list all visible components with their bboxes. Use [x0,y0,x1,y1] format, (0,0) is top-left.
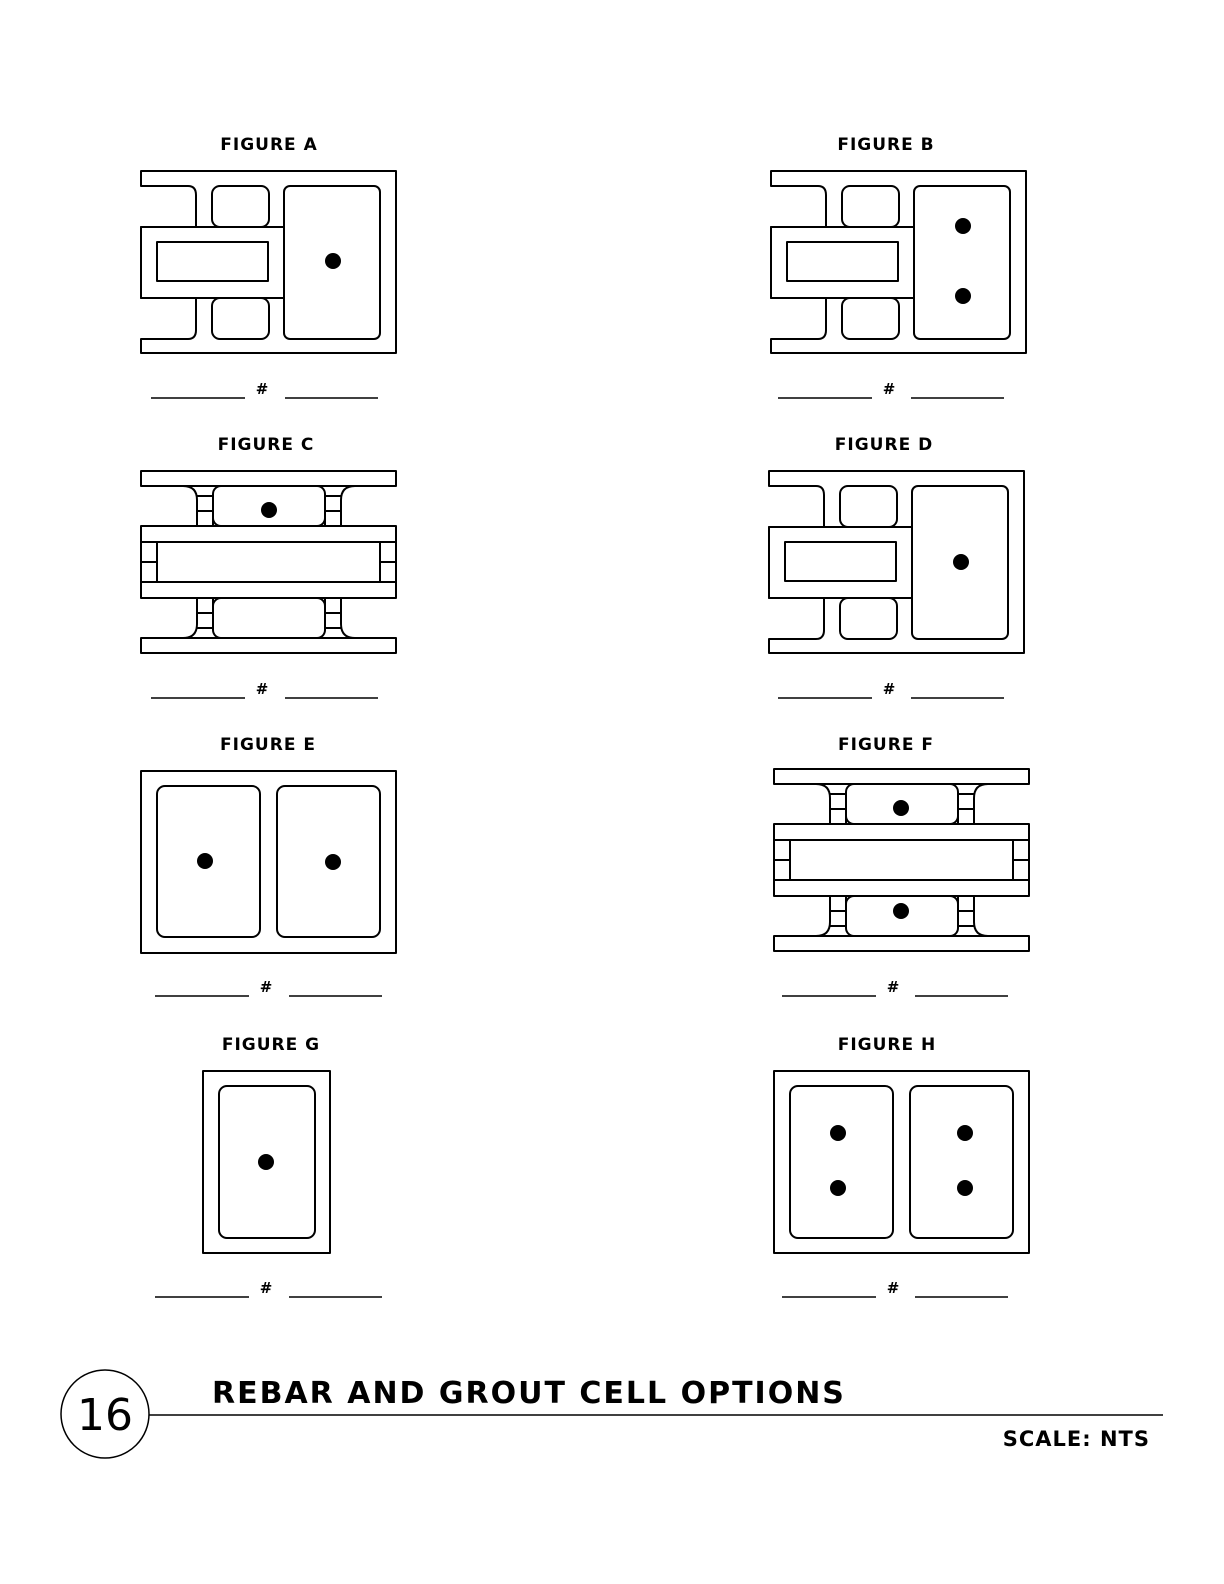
detail-number-bubble [60,1369,150,1459]
figure-d-drawing [768,470,1025,654]
title-block: 16 REBAR AND GROUT CELL OPTIONS SCALE: N… [60,1369,1163,1459]
rebar-dot [197,853,213,869]
rebar-dot [325,253,341,269]
rebar-dot [830,1125,846,1141]
hash-symbol: # [260,1279,273,1297]
rebar-dot [953,554,969,570]
figure-h-caption: FIGURE H [838,1035,937,1055]
rebar-dot [261,502,277,518]
rebar-dot [957,1125,973,1141]
rebar-dot [957,1180,973,1196]
rebar-dot [830,1180,846,1196]
figure-f-drawing [773,768,1030,952]
detail-title: REBAR AND GROUT CELL OPTIONS [212,1376,846,1411]
figure-g-blank: # [155,1279,382,1298]
rebar-dot [955,218,971,234]
figure-h-drawing [773,1070,1030,1254]
hash-symbol: # [887,978,900,996]
figure-d-caption: FIGURE D [835,435,933,455]
figure-a-blank: # [151,380,378,399]
figure-d: FIGURE D # [768,435,1025,699]
figure-b-blank: # [778,380,1004,399]
figure-g-caption: FIGURE G [222,1035,320,1055]
figure-a: FIGURE A # [140,135,397,399]
hash-symbol: # [887,1279,900,1297]
figure-g-drawing [202,1070,331,1254]
hash-symbol: # [256,380,269,398]
figure-a-caption: FIGURE A [220,135,317,155]
hash-symbol: # [256,680,269,698]
rebar-dot [955,288,971,304]
hash-symbol: # [883,380,896,398]
figure-b: FIGURE B # [770,135,1027,399]
figure-e-blank: # [155,978,382,997]
figure-c-drawing [140,470,397,654]
figure-e: FIGURE E # [140,735,397,997]
figure-c-blank: # [151,680,378,699]
figure-c: FIGURE C # [140,435,397,699]
detail-number: 16 [77,1390,133,1441]
figure-a-drawing [140,170,397,354]
figure-c-caption: FIGURE C [218,435,315,455]
rebar-dot [893,903,909,919]
figure-f: FIGURE F # [773,735,1030,997]
figure-b-caption: FIGURE B [837,135,934,155]
hash-symbol: # [260,978,273,996]
figure-f-blank: # [782,978,1008,997]
figure-d-blank: # [778,680,1004,699]
figure-f-caption: FIGURE F [838,735,934,755]
scale-note: SCALE: NTS [1003,1427,1150,1451]
figure-b-drawing [770,170,1027,354]
rebar-dot [258,1154,274,1170]
figure-e-drawing [140,770,397,954]
hash-symbol: # [883,680,896,698]
figure-g: FIGURE G # [155,1035,382,1298]
rebar-dot [325,854,341,870]
figure-e-caption: FIGURE E [220,735,316,755]
rebar-dot [893,800,909,816]
figure-h: FIGURE H # [773,1035,1030,1298]
figure-h-blank: # [782,1279,1008,1298]
